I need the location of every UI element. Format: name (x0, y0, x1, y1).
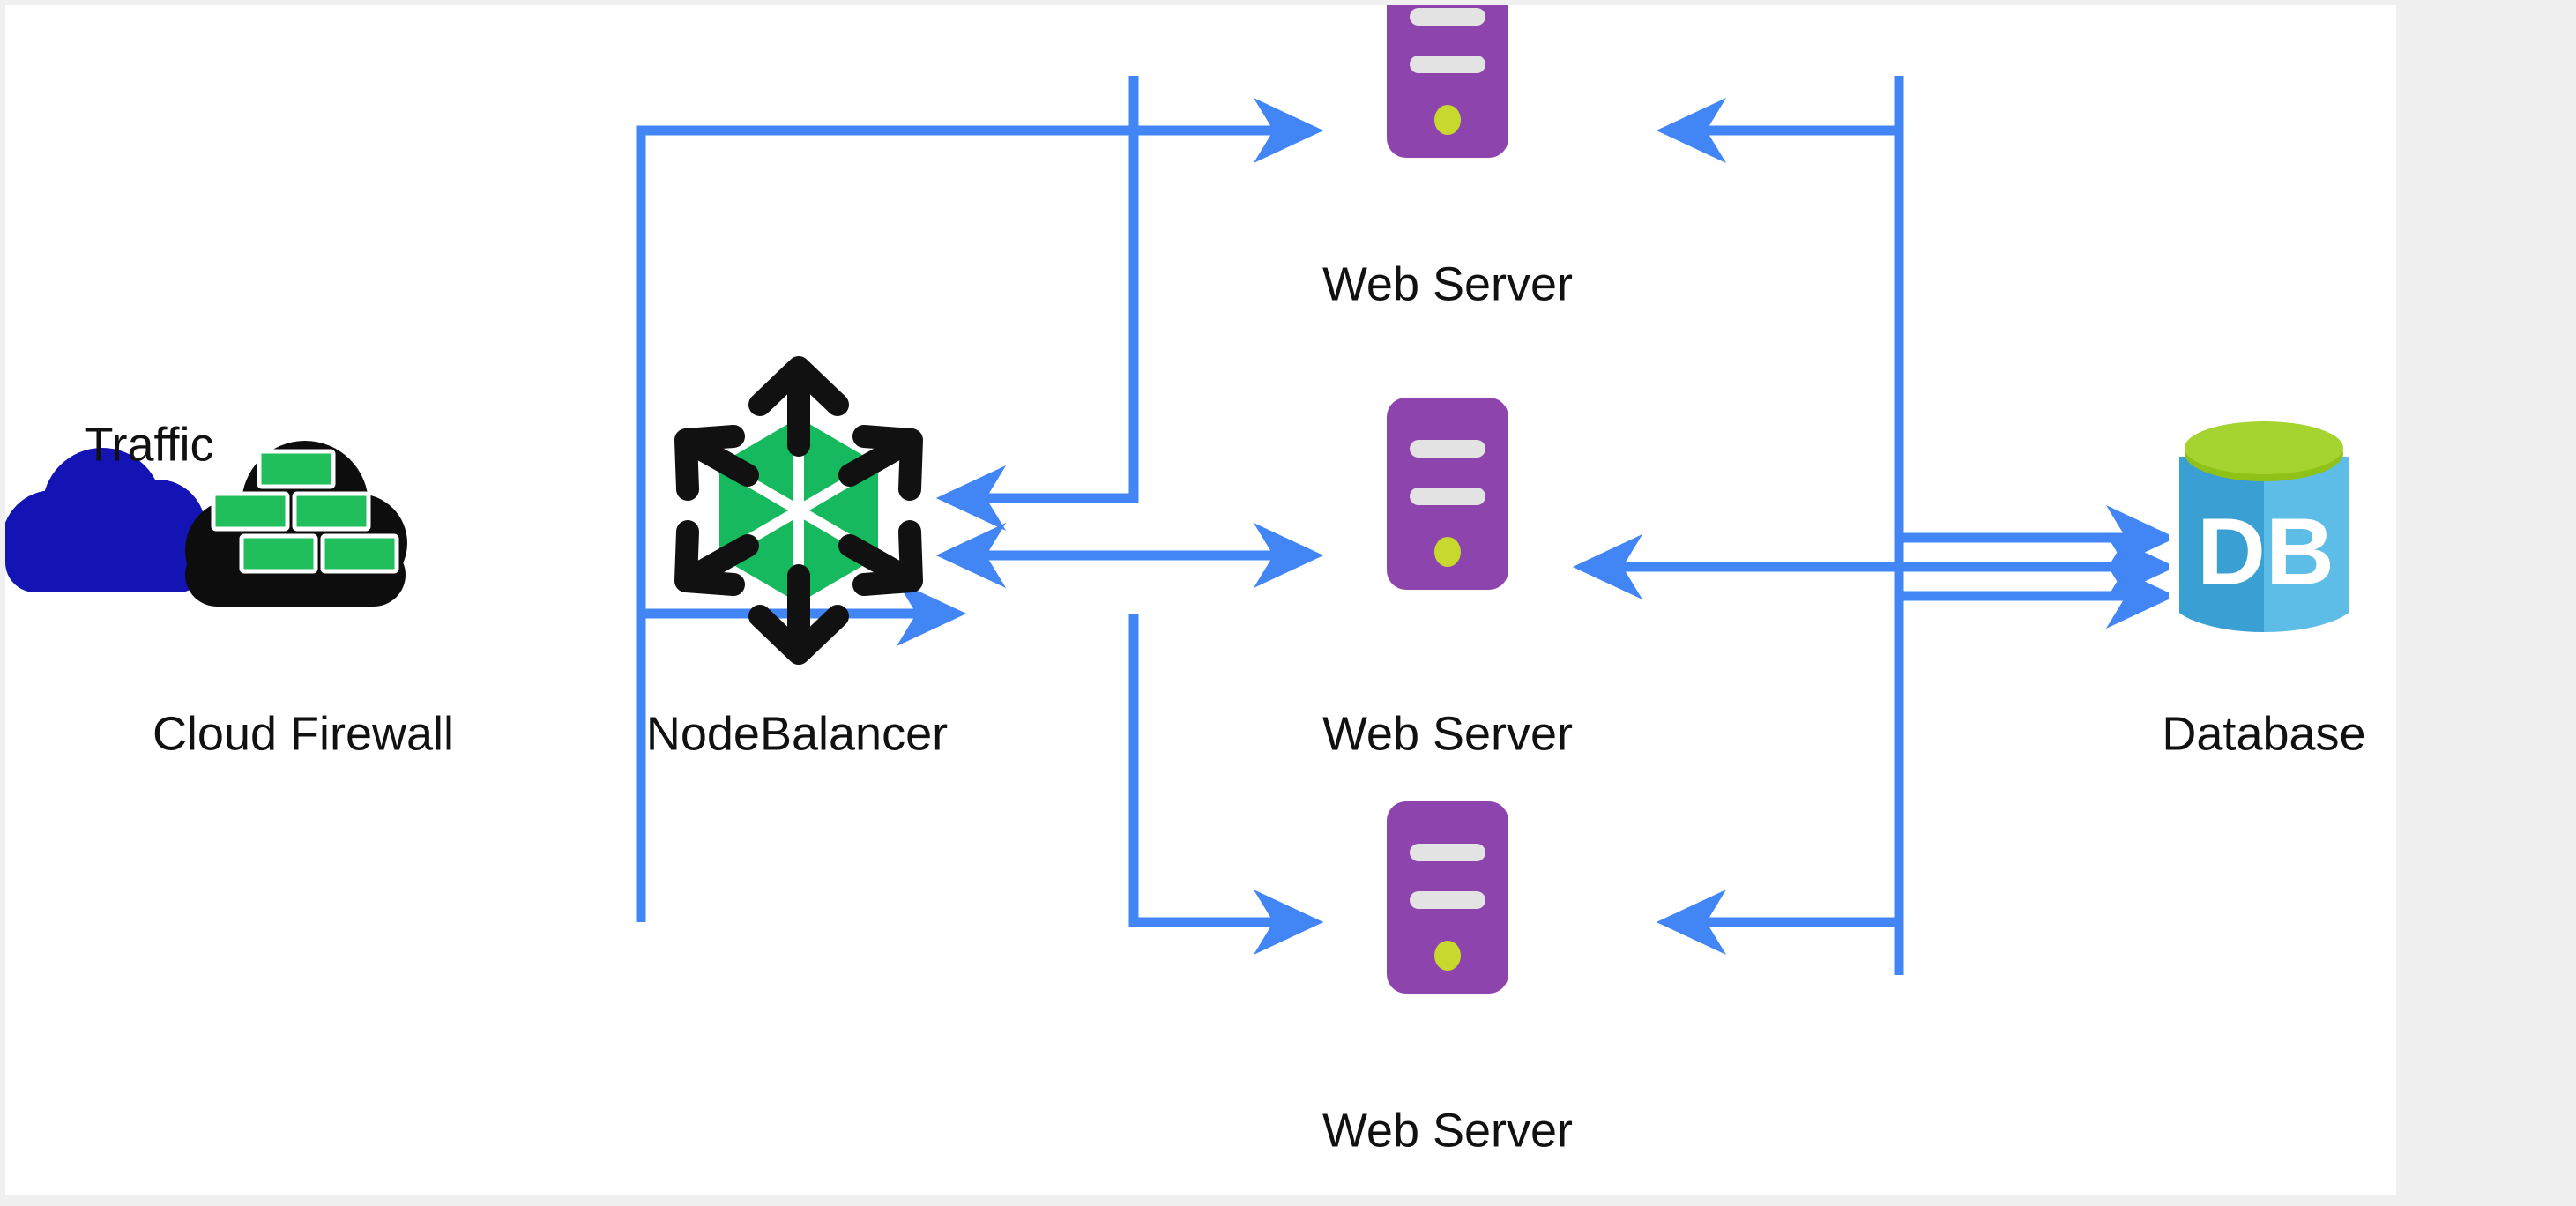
web-server-top-node[interactable] (1387, 5, 1508, 158)
connection-nodebalancer-to-web-server-bottom (1128, 614, 1324, 955)
traffic-label: Traffic (84, 418, 213, 471)
connection-web-server-top-to-nodebalancer (935, 76, 1139, 531)
cloud-firewall-node[interactable] (185, 441, 407, 607)
database-badge-text: DB (2197, 498, 2334, 605)
cloud-firewall-label: Cloud Firewall (153, 707, 454, 760)
connection-layer (131, 76, 2177, 975)
database-node[interactable]: DB (2169, 407, 2359, 633)
web-server-middle-label: Web Server (1322, 707, 1573, 760)
diagram-canvas: Traffic (5, 5, 2396, 1195)
web-server-bottom-label: Web Server (1322, 1104, 1573, 1157)
connection-nodebalancer-to-web-server-top (636, 98, 1324, 612)
web-server-top-label: Web Server (1322, 257, 1573, 310)
nodebalancer-label: NodeBalancer (646, 707, 948, 760)
cloud-icon (5, 448, 208, 592)
firewall-brick-cloud-icon (185, 441, 407, 607)
web-server-bottom-node[interactable] (1387, 801, 1508, 994)
server-tower-icon (1387, 398, 1508, 590)
connection-web-server-top-to-database (1894, 76, 2177, 570)
database-label: Database (2162, 707, 2365, 760)
connection-web-server-bottom-to-database (1894, 563, 2177, 975)
architecture-diagram: Traffic (5, 5, 2366, 1157)
traffic-cloud-node[interactable] (5, 448, 208, 592)
database-cylinder-icon: DB (2169, 407, 2359, 632)
server-tower-icon (1387, 5, 1508, 158)
nodebalancer-node[interactable] (674, 356, 923, 665)
connection-database-to-web-server-bottom (1656, 538, 1904, 955)
server-tower-icon (1387, 801, 1508, 994)
web-server-middle-node[interactable] (1387, 398, 1508, 590)
nodebalancer-hexagon-icon (674, 356, 923, 665)
connection-database-to-web-server-top (1656, 98, 2161, 601)
